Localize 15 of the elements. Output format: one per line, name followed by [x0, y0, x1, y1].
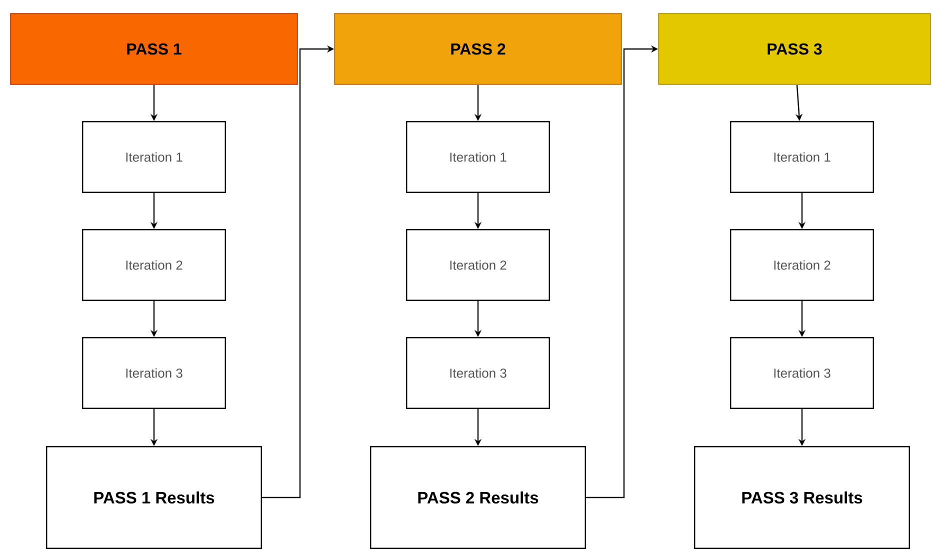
- pass-header: PASS 3: [658, 13, 931, 85]
- pass-header: PASS 1: [10, 13, 298, 85]
- iteration-box: Iteration 2: [82, 229, 226, 301]
- iteration-box: Iteration 3: [82, 337, 226, 409]
- iteration-box: Iteration 3: [730, 337, 874, 409]
- iteration-box: Iteration 3: [406, 337, 550, 409]
- iteration-box: Iteration 1: [730, 121, 874, 193]
- pass-header: PASS 2: [334, 13, 622, 85]
- results-box: PASS 1 Results: [46, 446, 262, 549]
- iteration-box: Iteration 2: [730, 229, 874, 301]
- results-box: PASS 2 Results: [370, 446, 586, 549]
- iteration-box: Iteration 1: [406, 121, 550, 193]
- iteration-box: Iteration 1: [82, 121, 226, 193]
- iteration-box: Iteration 2: [406, 229, 550, 301]
- results-box: PASS 3 Results: [694, 446, 910, 549]
